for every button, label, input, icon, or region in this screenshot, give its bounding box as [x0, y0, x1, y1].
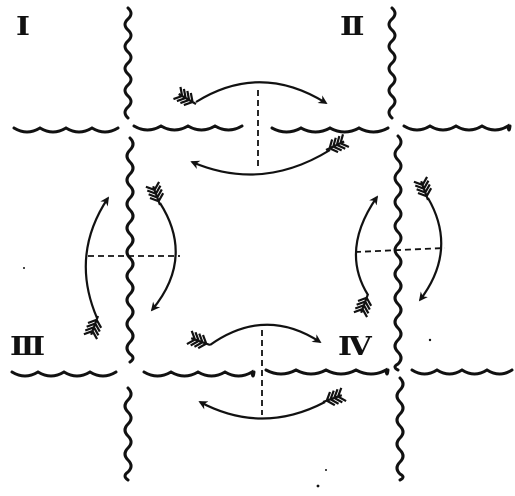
speck	[325, 469, 327, 471]
speck	[317, 485, 320, 488]
quadrant-label-1: I	[16, 14, 27, 40]
quadrant-label-2: II	[340, 14, 361, 40]
dashed-lines	[88, 90, 445, 415]
specks	[23, 267, 431, 487]
fletching-icon	[321, 388, 346, 409]
fletching-icon	[173, 87, 199, 110]
boundary-vertical-top-right	[389, 8, 395, 118]
boundary-vertical-bottom-left	[125, 388, 131, 480]
boundary-horizontal-top-center-right	[272, 128, 388, 132]
fletching-icon	[146, 182, 167, 207]
arrow-right-inner	[356, 197, 377, 295]
fletching-icon	[354, 292, 375, 317]
boundary-horizontal-top-right	[404, 126, 510, 130]
boundary-horizontal-bottom-center-left	[144, 372, 254, 376]
quadrant-label-3: III	[10, 334, 42, 360]
fletching-icon	[414, 177, 435, 202]
boundary-horizontal-top-left	[14, 128, 118, 132]
arrow-bottom-upper	[210, 325, 320, 345]
boundary-horizontal-bottom-left	[12, 372, 116, 376]
speck	[23, 267, 25, 269]
boundary-vertical-middle-right	[395, 136, 401, 370]
boundary-horizontal-bottom-right	[412, 370, 512, 374]
boundary-horizontal-top-center-left	[134, 126, 242, 130]
fletching-icon	[187, 331, 212, 352]
boundary-vertical-middle-left	[127, 138, 133, 362]
arrow-left-outer	[86, 198, 108, 318]
boundary-vertical-top-left	[125, 8, 131, 118]
fletching-icon	[84, 314, 105, 339]
boundary-vertical-bottom-right	[397, 378, 403, 480]
quadrant-label-4: IV	[338, 334, 368, 360]
speck	[429, 339, 431, 341]
arrow-top-lower	[192, 150, 330, 175]
dashed-line-right	[355, 248, 445, 252]
arrow-top-upper	[196, 82, 326, 103]
boundary-horizontal-bottom-center-right	[266, 370, 388, 374]
fletchings	[84, 87, 435, 409]
